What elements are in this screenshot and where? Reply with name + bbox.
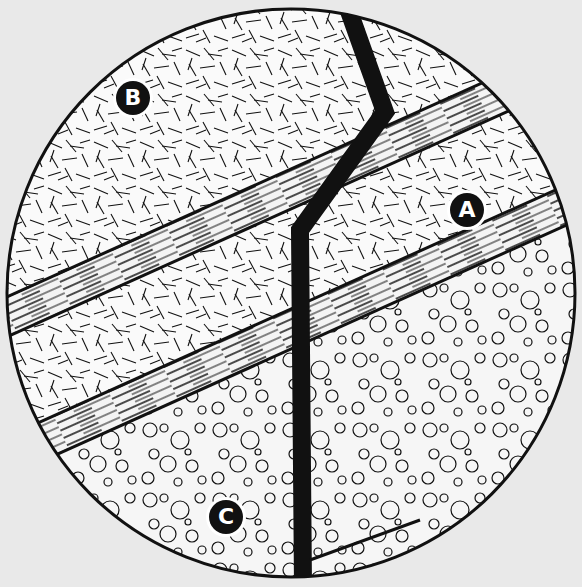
callout-letter: C (209, 500, 243, 534)
callout-letter: A (450, 193, 484, 227)
callout-letter: B (116, 81, 150, 115)
